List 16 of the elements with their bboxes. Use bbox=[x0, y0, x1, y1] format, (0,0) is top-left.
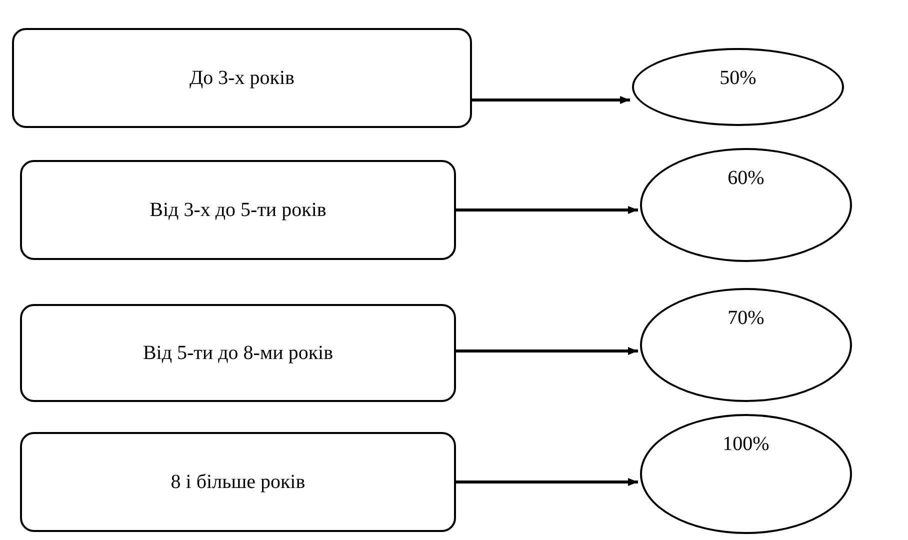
period-box bbox=[20, 160, 456, 260]
period-label: 8 і більше років bbox=[170, 470, 306, 494]
percent-label: 50% bbox=[720, 66, 756, 91]
percent-label: 60% bbox=[728, 166, 764, 191]
period-label: Від 3-х до 5-ти років bbox=[150, 198, 326, 222]
percent-label: 100% bbox=[722, 432, 770, 457]
period-box bbox=[12, 28, 472, 128]
arrow bbox=[456, 347, 638, 355]
period-box bbox=[20, 304, 456, 402]
period-label: До 3-х років bbox=[189, 66, 295, 90]
arrow bbox=[472, 96, 630, 104]
period-label: Від 5-ти до 8-ми років bbox=[142, 340, 334, 366]
percent-label: 70% bbox=[728, 306, 764, 331]
period-box bbox=[20, 432, 456, 532]
arrow bbox=[456, 478, 638, 486]
arrow bbox=[456, 206, 638, 214]
